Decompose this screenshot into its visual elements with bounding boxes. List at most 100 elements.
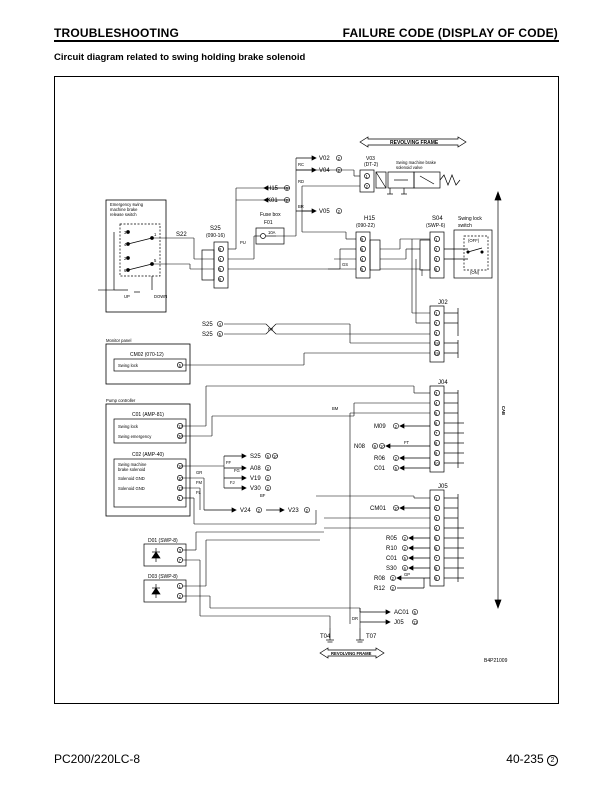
svg-text:6: 6	[404, 566, 407, 571]
svg-text:S25: S25	[250, 454, 261, 460]
svg-text:2: 2	[267, 476, 270, 481]
svg-text:19: 19	[434, 351, 439, 356]
svg-text:5: 5	[395, 466, 398, 471]
svg-text:2: 2	[258, 508, 261, 513]
svg-text:REVOLVING FRAME: REVOLVING FRAME	[331, 651, 372, 656]
svg-text:3: 3	[435, 331, 438, 336]
svg-text:S25: S25	[210, 226, 221, 232]
svg-text:BM: BM	[332, 406, 339, 411]
bottom-arrows	[326, 609, 391, 643]
svg-text:7: 7	[435, 431, 438, 436]
svg-text:4: 4	[219, 322, 222, 327]
svg-text:4: 4	[124, 242, 127, 247]
svg-text:Fuse box: Fuse box	[260, 212, 281, 218]
svg-text:V04: V04	[319, 168, 330, 174]
cab-arrow: CAB	[494, 191, 506, 609]
svg-text:5: 5	[435, 536, 438, 541]
header-rule	[54, 40, 559, 42]
svg-text:7: 7	[435, 556, 438, 561]
svg-text:CM02 (070-12): CM02 (070-12)	[130, 352, 164, 358]
svg-text:S30: S30	[386, 566, 397, 572]
svg-text:(090-16): (090-16)	[206, 233, 225, 239]
revolving-frame-bottom-arrow: REVOLVING FRAME	[319, 647, 385, 659]
svg-text:J04: J04	[438, 380, 448, 386]
svg-text:GS: GS	[342, 262, 348, 267]
svg-text:1: 1	[435, 311, 438, 316]
svg-text:RD: RD	[298, 179, 304, 184]
svg-text:2: 2	[435, 321, 438, 326]
svg-text:DOWN: DOWN	[154, 294, 167, 299]
svg-text:13: 13	[178, 486, 183, 491]
bottom-labels: AC01 5 J05 11 T04 T07 B4P21009	[320, 609, 508, 664]
svg-text:10: 10	[273, 454, 278, 459]
top-arrows	[263, 155, 317, 214]
svg-text:brake solenoid: brake solenoid	[118, 467, 146, 472]
svg-text:2: 2	[286, 198, 289, 203]
diagram-subtitle: Circuit diagram related to swing holding…	[54, 52, 306, 63]
wire-codes: RC RD BR PU GS FP BM FF GR FM FL FG FJ B…	[196, 162, 410, 621]
svg-text:5: 5	[179, 363, 182, 368]
svg-text:V24: V24	[240, 508, 251, 514]
j04-labels: M09 2 N08 9 10 R06 2 C01 5	[354, 423, 399, 472]
svg-text:J05: J05	[394, 620, 404, 626]
svg-text:BR: BR	[298, 204, 304, 209]
svg-text:2: 2	[404, 546, 407, 551]
svg-text:Emergency swing: Emergency swing	[110, 202, 144, 207]
svg-text:S04: S04	[432, 216, 443, 222]
svg-text:6: 6	[361, 247, 364, 252]
svg-text:FT: FT	[404, 440, 410, 445]
svg-text:C01: C01	[386, 556, 398, 562]
svg-text:9: 9	[361, 237, 364, 242]
svg-text:C01: C01	[374, 466, 386, 472]
svg-text:10: 10	[394, 506, 399, 511]
svg-text:(090-22): (090-22)	[356, 223, 375, 229]
footer-page-number: 40-235 2	[506, 752, 558, 766]
j02-connector: J02 1 2 3 18 19	[429, 300, 459, 363]
svg-text:FM: FM	[196, 480, 203, 485]
svg-text:Swing machine: Swing machine	[118, 462, 147, 467]
svg-text:H15: H15	[267, 186, 279, 192]
diode-d03: D03 (SWP-8) 1 2	[143, 574, 187, 603]
svg-text:switch: switch	[458, 223, 472, 229]
svg-text:GR: GR	[196, 470, 202, 475]
svg-text:3: 3	[124, 230, 127, 235]
svg-text:2: 2	[338, 209, 341, 214]
h15-connector: H15 (090-22) 9 6 4 5	[355, 216, 381, 279]
svg-text:AC01: AC01	[394, 610, 410, 616]
svg-text:6: 6	[124, 268, 127, 273]
s04-swing-lock-switch: S04 (SWP-6) 1 2 3 6 Swing lock switch (O…	[419, 216, 493, 279]
svg-text:4: 4	[435, 401, 438, 406]
svg-text:V05: V05	[319, 209, 330, 215]
svg-text:BF: BF	[260, 493, 266, 498]
svg-text:3: 3	[435, 516, 438, 521]
svg-text:J02: J02	[438, 300, 448, 306]
svg-text:S22: S22	[176, 232, 187, 238]
svg-text:4: 4	[219, 257, 222, 262]
svg-text:5: 5	[267, 454, 270, 459]
svg-text:7: 7	[179, 558, 182, 563]
svg-text:2: 2	[338, 156, 341, 161]
svg-text:2: 2	[366, 184, 369, 189]
svg-text:2: 2	[267, 466, 270, 471]
svg-text:FJ: FJ	[230, 480, 235, 485]
svg-text:REVOLVING FRAME: REVOLVING FRAME	[390, 140, 439, 146]
svg-text:2: 2	[179, 594, 182, 599]
svg-text:5: 5	[219, 332, 222, 337]
svg-text:1: 1	[435, 237, 438, 242]
svg-text:3: 3	[435, 391, 438, 396]
svg-text:(SWP-6): (SWP-6)	[426, 223, 446, 229]
j04-arrows	[385, 423, 430, 471]
svg-text:machine brake: machine brake	[110, 207, 138, 212]
svg-text:1: 1	[435, 496, 438, 501]
svg-text:1: 1	[366, 174, 369, 179]
svg-text:2: 2	[338, 168, 341, 173]
svg-text:3: 3	[435, 257, 438, 262]
svg-text:GP: GP	[404, 572, 410, 577]
svg-text:C01 (AMP-81): C01 (AMP-81)	[132, 412, 164, 418]
svg-text:Swing machine brake: Swing machine brake	[396, 160, 437, 165]
svg-text:10A: 10A	[268, 230, 276, 235]
svg-text:Swing lock: Swing lock	[458, 216, 482, 222]
svg-text:S25: S25	[202, 322, 213, 328]
svg-text:Solenoid GND: Solenoid GND	[118, 486, 145, 491]
svg-text:8: 8	[219, 247, 222, 252]
